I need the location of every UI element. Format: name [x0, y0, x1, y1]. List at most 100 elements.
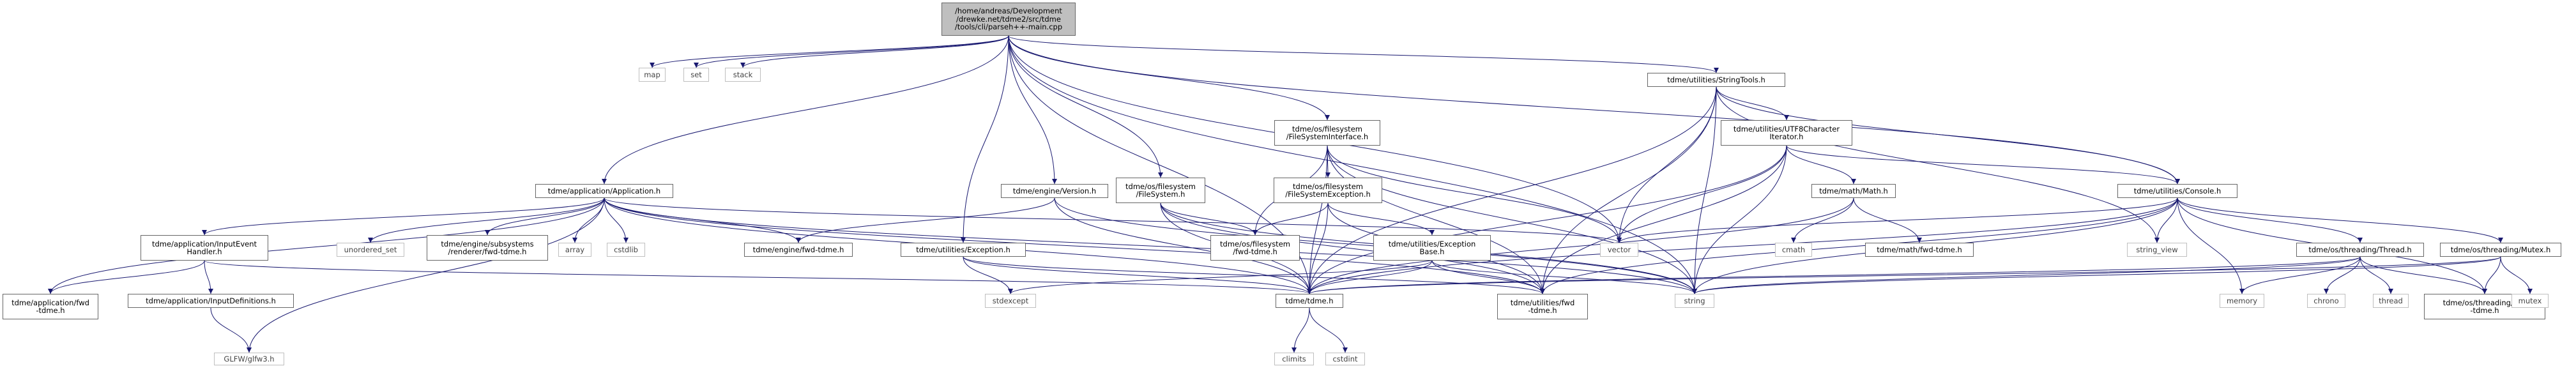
edge-string-tools-to-string — [1692, 86, 1717, 294]
edge-root-to-console — [1008, 35, 2180, 185]
edge-root-to-string — [1008, 35, 1697, 294]
node-memory: memory — [2220, 294, 2264, 308]
edge-console-to-vector — [1617, 197, 2178, 243]
edge-root-to-set — [694, 35, 1009, 68]
edge-thread-to-memory — [2239, 256, 2361, 294]
edge-input-handler-to-app-fwd — [48, 260, 205, 294]
edge-thread-to-thread-std — [2359, 256, 2393, 294]
edge-console-to-memory — [2177, 197, 2244, 294]
node-string: string — [1675, 294, 1714, 308]
edge-console-to-mutex — [2177, 197, 2503, 243]
edge-application-to-cstdlib — [604, 197, 629, 243]
node-map: map — [639, 68, 666, 82]
edge-fs-exception-to-tdme-h — [1307, 202, 1329, 294]
edge-mutex-to-mutex-std — [2500, 256, 2533, 294]
node-cmath: cmath — [1775, 243, 1812, 257]
node-thread[interactable]: tdme/os/threading/Thread.h — [2296, 243, 2424, 257]
node-console[interactable]: tdme/utilities/Console.h — [2117, 184, 2237, 198]
node-fs-fwd[interactable]: tdme/os/filesystem /fwd-tdme.h — [1210, 235, 1300, 261]
edge-util-exception-to-tdme-h — [963, 256, 1312, 294]
edge-console-to-util-fwd — [1540, 197, 2178, 294]
edge-input-defs-to-glfw — [210, 307, 252, 353]
edge-fs-interface-to-vector — [1327, 145, 1622, 243]
edge-math-to-tdme-h — [1307, 197, 1854, 294]
node-stdexcept: stdexcept — [985, 294, 1036, 308]
edge-string-tools-to-console — [1716, 86, 2180, 185]
edge-layer — [48, 35, 2533, 353]
edge-util-exception-to-util-fwd — [963, 256, 1545, 294]
node-input-handler[interactable]: tdme/application/InputEvent Handler.h — [141, 235, 268, 261]
edge-string-tools-to-string-view — [1716, 86, 2160, 243]
node-mutex-std: mutex — [2511, 294, 2549, 308]
edge-root-to-fs — [1008, 35, 1163, 178]
node-exception-base[interactable]: tdme/utilities/Exception Base.h — [1373, 235, 1491, 261]
edge-math-to-cmath — [1791, 197, 1854, 243]
node-unordered-set: unordered_set — [337, 243, 404, 257]
node-util-exception[interactable]: tdme/utilities/Exception.h — [901, 243, 1026, 257]
node-vector: vector — [1600, 243, 1638, 257]
node-fs[interactable]: tdme/os/filesystem /FileSystem.h — [1116, 178, 1205, 203]
node-input-defs[interactable]: tdme/application/InputDefinitions.h — [128, 294, 294, 308]
edge-tdme-h-to-cstdint — [1309, 307, 1348, 353]
node-array: array — [558, 243, 591, 257]
node-utf8[interactable]: tdme/utilities/UTF8Character Iterator.h — [1721, 120, 1852, 146]
node-engine-version[interactable]: tdme/engine/Version.h — [1001, 184, 1108, 198]
edge-root-to-string-tools — [1008, 35, 1719, 73]
node-stack: stack — [725, 68, 761, 82]
edge-application-to-string — [604, 197, 1697, 294]
node-climits: climits — [1274, 353, 1314, 365]
edge-utf8-to-console — [1786, 145, 2180, 185]
edge-application-to-renderer-fwd — [485, 197, 605, 236]
node-engine-fwd[interactable]: tdme/engine/fwd-tdme.h — [744, 243, 853, 257]
edge-thread-to-string — [1692, 256, 2361, 294]
edge-application-to-app-fwd — [48, 197, 605, 294]
edge-fs-to-util-fwd — [1160, 202, 1545, 294]
edge-utf8-to-string — [1692, 145, 1787, 294]
edge-root-to-util-exception — [961, 35, 1009, 243]
edge-root-to-engine-version — [1008, 35, 1057, 185]
edge-application-to-util-fwd — [604, 197, 1545, 294]
edge-root-to-application — [602, 35, 1009, 185]
edge-fs-to-fs-fwd — [1160, 202, 1258, 236]
node-application[interactable]: tdme/application/Application.h — [535, 184, 673, 198]
node-chrono: chrono — [2307, 294, 2345, 308]
node-thread-std: thread — [2373, 294, 2409, 308]
edge-fs-interface-to-util-fwd — [1327, 145, 1545, 294]
edge-string-tools-to-tdme-h — [1307, 86, 1717, 294]
edge-root-to-map — [650, 35, 1009, 68]
node-app-fwd[interactable]: tdme/application/fwd -tdme.h — [3, 294, 98, 319]
edge-mutex-to-string — [1692, 256, 2501, 294]
edge-application-to-input-handler — [202, 197, 605, 236]
node-tdme-h[interactable]: tdme/tdme.h — [1276, 294, 1343, 308]
node-string-tools[interactable]: tdme/utilities/StringTools.h — [1647, 73, 1785, 87]
edge-util-exception-to-stdexcept — [963, 256, 1013, 294]
edge-string-tools-to-utf8 — [1716, 86, 1789, 121]
edge-console-to-tdme-h — [1307, 197, 2178, 294]
node-fs-exception[interactable]: tdme/os/filesystem /FileSystemException.… — [1274, 178, 1382, 203]
edge-fs-exception-to-exception-base — [1327, 202, 1435, 236]
edge-mutex-to-threading-fwd — [2482, 256, 2501, 294]
node-math[interactable]: tdme/math/Math.h — [1811, 184, 1896, 198]
edge-string-tools-to-vector — [1617, 86, 1717, 243]
node-util-fwd[interactable]: tdme/utilities/fwd -tdme.h — [1497, 294, 1588, 319]
edge-utf8-to-util-fwd — [1540, 145, 1787, 294]
node-string-view: string_view — [2127, 243, 2187, 257]
node-set: set — [683, 68, 709, 82]
edge-engine-version-to-engine-fwd — [796, 197, 1055, 243]
edge-fs-interface-to-string — [1327, 145, 1697, 294]
edge-exception-base-to-string — [1431, 260, 1697, 294]
node-root[interactable]: /home/andreas/Development /drewke.net/td… — [941, 3, 1076, 36]
edge-input-handler-to-tdme-h — [204, 260, 1312, 294]
edge-console-to-string-view — [2154, 197, 2178, 243]
edge-root-to-fs-interface — [1008, 35, 1330, 121]
node-mutex[interactable]: tdme/os/threading/Mutex.h — [2440, 243, 2561, 257]
node-fs-interface[interactable]: tdme/os/filesystem /FileSystemInterface.… — [1274, 120, 1380, 146]
edge-utf8-to-math — [1786, 145, 1856, 185]
edge-thread-to-tdme-h — [1307, 256, 2361, 294]
node-math-fwd[interactable]: tdme/math/fwd-tdme.h — [1865, 243, 1974, 257]
edge-input-handler-to-input-defs — [204, 260, 213, 294]
edge-tdme-h-to-climits — [1292, 307, 1310, 353]
node-cstdint: cstdint — [1325, 353, 1365, 365]
node-renderer-fwd[interactable]: tdme/engine/subsystems /renderer/fwd-tdm… — [427, 235, 548, 261]
